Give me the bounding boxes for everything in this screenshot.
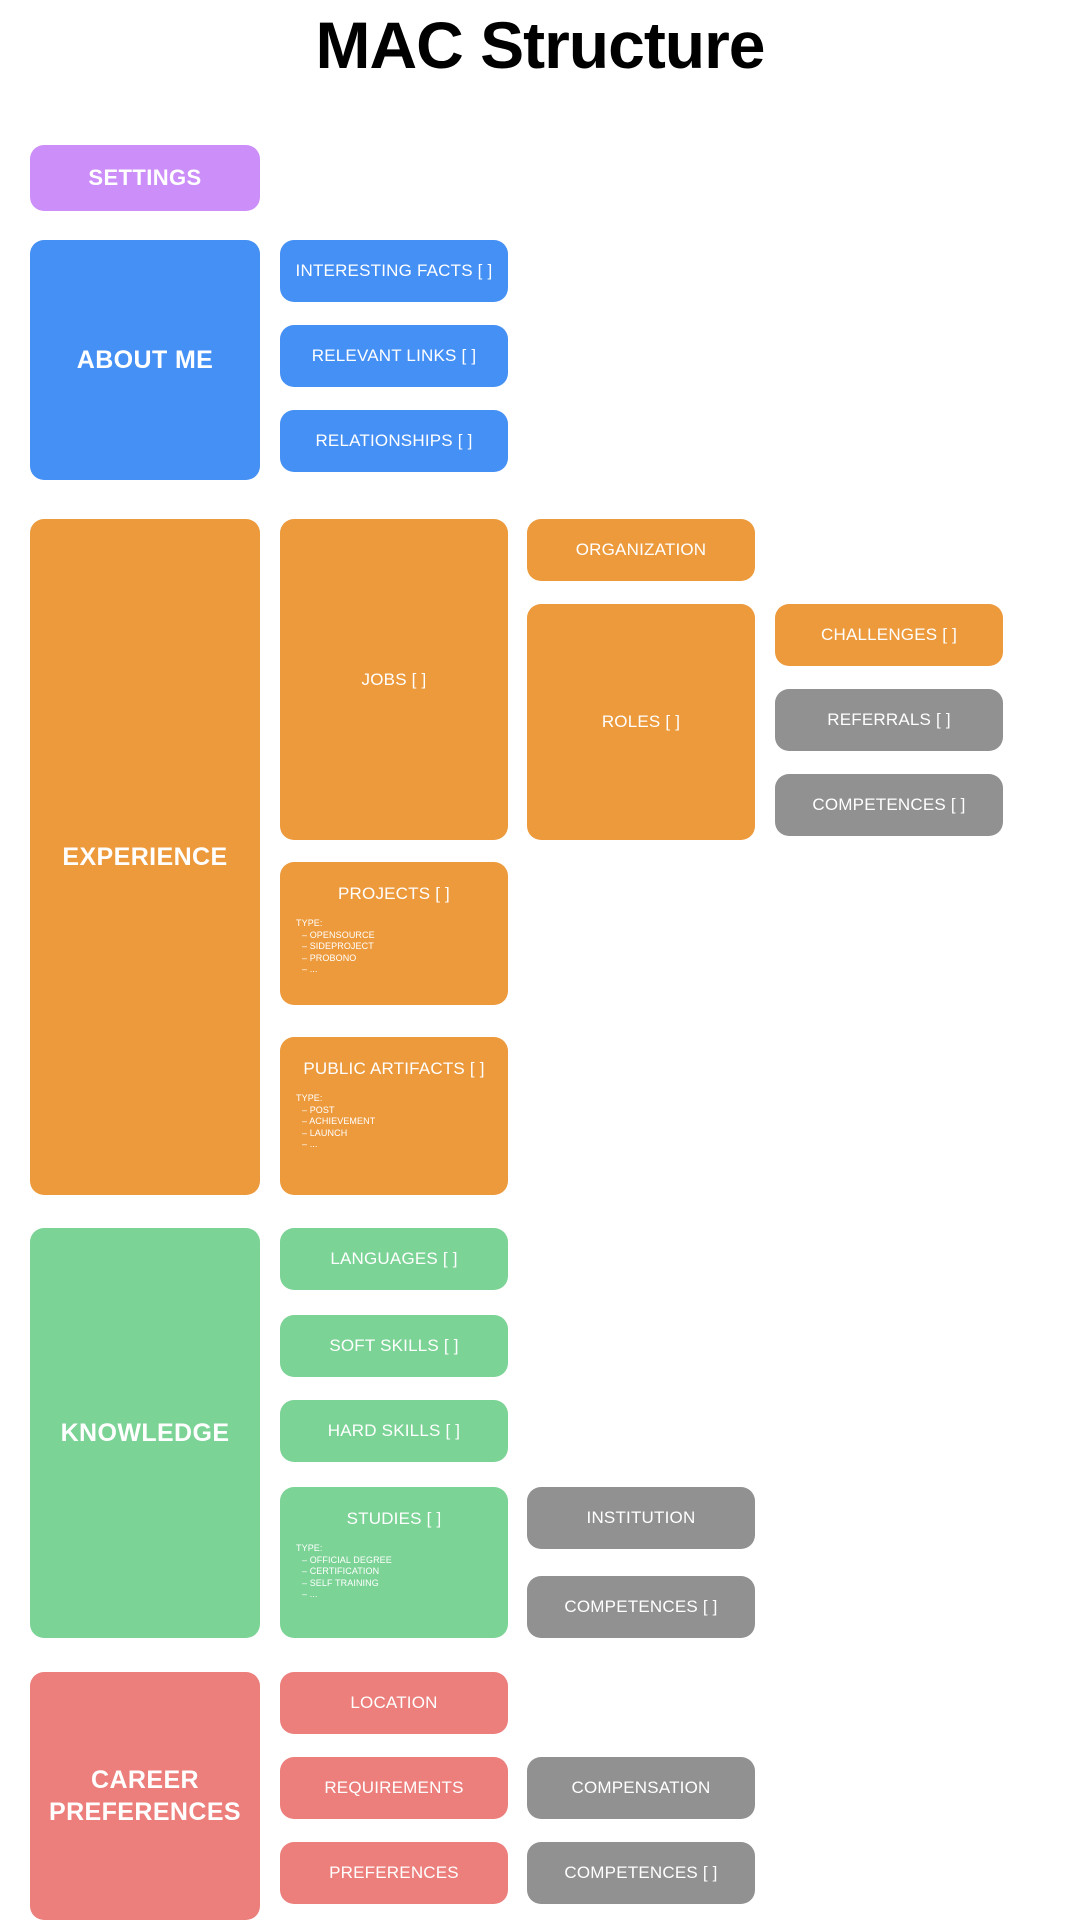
node-experience-competences-label: COMPETENCES [ ] <box>812 795 966 814</box>
type-item: – ... <box>302 964 318 974</box>
node-career-competences[interactable]: COMPETENCES [ ] <box>527 1842 755 1904</box>
type-item: – OPENSOURCE <box>302 929 375 940</box>
node-jobs-label: JOBS [ ] <box>361 669 427 689</box>
node-soft-skills-label: SOFT SKILLS [ ] <box>329 1336 459 1355</box>
node-interesting-facts-label: INTERESTING FACTS [ ] <box>295 261 493 280</box>
node-referrals-label: REFERRALS [ ] <box>827 710 951 729</box>
node-requirements[interactable]: REQUIREMENTS <box>280 1757 508 1819</box>
node-studies-type-list: TYPE: – OFFICIAL DEGREE – CERTIFICATION … <box>280 1543 508 1601</box>
node-studies-competences[interactable]: COMPETENCES [ ] <box>527 1576 755 1638</box>
type-heading: TYPE: <box>296 918 323 928</box>
node-preferences-label: PREFERENCES <box>329 1863 459 1882</box>
node-public-artifacts[interactable]: PUBLIC ARTIFACTS [ ] TYPE: – POST – ACHI… <box>280 1037 508 1195</box>
node-roles[interactable]: ROLES [ ] <box>527 604 755 840</box>
node-career-competences-label: COMPETENCES [ ] <box>564 1863 718 1882</box>
node-location[interactable]: LOCATION <box>280 1672 508 1734</box>
node-experience-competences[interactable]: COMPETENCES [ ] <box>775 774 1003 836</box>
node-relevant-links[interactable]: RELEVANT LINKS [ ] <box>280 325 508 387</box>
node-relationships[interactable]: RELATIONSHIPS [ ] <box>280 410 508 472</box>
page-title: MAC Structure <box>315 8 765 82</box>
type-item: – OFFICIAL DEGREE <box>302 1554 392 1565</box>
node-hard-skills-label: HARD SKILLS [ ] <box>327 1421 461 1440</box>
node-projects-type-list: TYPE: – OPENSOURCE – SIDEPROJECT – PROBO… <box>280 918 508 976</box>
type-heading: TYPE: <box>296 1093 323 1103</box>
node-challenges-label: CHALLENGES [ ] <box>820 625 957 644</box>
node-career-preferences-label: CAREER PREFERENCES <box>49 1766 241 1826</box>
node-compensation[interactable]: COMPENSATION <box>527 1757 755 1819</box>
type-item: – SELF TRAINING <box>302 1577 379 1588</box>
node-public-artifacts-type-list: TYPE: – POST – ACHIEVEMENT – LAUNCH – ..… <box>280 1093 508 1151</box>
node-relevant-links-label: RELEVANT LINKS [ ] <box>311 346 477 365</box>
node-organization[interactable]: ORGANIZATION <box>527 519 755 581</box>
type-item: – POST <box>302 1104 335 1115</box>
type-item: – LAUNCH <box>302 1127 348 1138</box>
node-public-artifacts-label: PUBLIC ARTIFACTS [ ] <box>303 1059 485 1078</box>
type-item: – CERTIFICATION <box>302 1566 380 1576</box>
node-roles-label: ROLES [ ] <box>601 712 681 731</box>
node-studies[interactable]: STUDIES [ ] TYPE: – OFFICIAL DEGREE – CE… <box>280 1487 508 1638</box>
node-location-label: LOCATION <box>350 1693 438 1712</box>
node-about-me-label: ABOUT ME <box>76 345 214 374</box>
node-languages[interactable]: LANGUAGES [ ] <box>280 1228 508 1290</box>
node-referrals[interactable]: REFERRALS [ ] <box>775 689 1003 751</box>
type-item: – PROBONO <box>302 952 357 963</box>
node-compensation-label: COMPENSATION <box>571 1778 711 1797</box>
node-preferences[interactable]: PREFERENCES <box>280 1842 508 1904</box>
node-experience[interactable]: EXPERIENCE <box>30 519 260 1195</box>
node-institution-label: INSTITUTION <box>586 1508 696 1527</box>
node-projects[interactable]: PROJECTS [ ] TYPE: – OPENSOURCE – SIDEPR… <box>280 862 508 1005</box>
node-career-preferences[interactable]: CAREER PREFERENCES <box>30 1672 260 1920</box>
node-knowledge[interactable]: KNOWLEDGE <box>30 1228 260 1638</box>
node-interesting-facts[interactable]: INTERESTING FACTS [ ] <box>280 240 508 302</box>
node-organization-label: ORGANIZATION <box>575 540 707 559</box>
node-experience-label: EXPERIENCE <box>62 842 228 871</box>
node-studies-competences-label: COMPETENCES [ ] <box>564 1597 718 1616</box>
node-hard-skills[interactable]: HARD SKILLS [ ] <box>280 1400 508 1462</box>
type-heading: TYPE: <box>296 1543 323 1553</box>
node-jobs[interactable]: JOBS [ ] <box>280 519 508 840</box>
node-relationships-label: RELATIONSHIPS [ ] <box>315 431 473 450</box>
node-settings-label: SETTINGS <box>88 165 202 190</box>
node-languages-label: LANGUAGES [ ] <box>330 1249 458 1268</box>
node-knowledge-label: KNOWLEDGE <box>60 1418 230 1447</box>
node-institution[interactable]: INSTITUTION <box>527 1487 755 1549</box>
node-about-me[interactable]: ABOUT ME <box>30 240 260 480</box>
node-challenges[interactable]: CHALLENGES [ ] <box>775 604 1003 666</box>
node-projects-label: PROJECTS [ ] <box>338 884 450 903</box>
node-settings[interactable]: SETTINGS <box>30 145 260 211</box>
type-item: – ... <box>302 1139 318 1149</box>
node-studies-label: STUDIES [ ] <box>346 1509 442 1528</box>
node-requirements-label: REQUIREMENTS <box>324 1778 464 1797</box>
node-soft-skills[interactable]: SOFT SKILLS [ ] <box>280 1315 508 1377</box>
type-item: – ACHIEVEMENT <box>302 1116 376 1126</box>
type-item: – ... <box>302 1589 318 1599</box>
type-item: – SIDEPROJECT <box>302 941 374 951</box>
